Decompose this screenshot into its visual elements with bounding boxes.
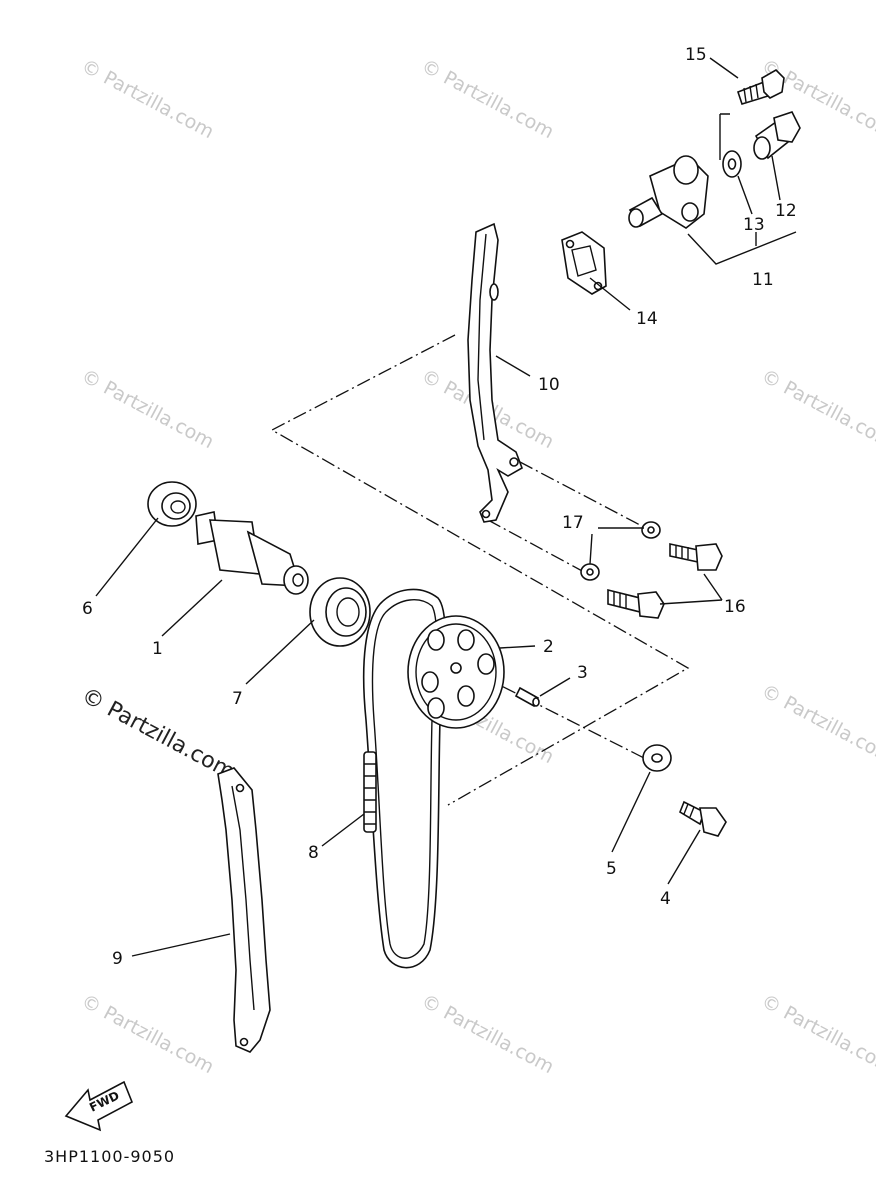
part-14-gasket	[561, 231, 607, 295]
fwd-arrow-icon	[64, 1080, 134, 1132]
watermark-4: © Partzilla.com	[78, 365, 218, 453]
part-6-bearing	[147, 481, 197, 527]
callout-14: 14	[636, 309, 658, 329]
part-2-sprocket	[407, 615, 505, 729]
callout-2: 2	[543, 637, 554, 657]
part-4-bolt	[679, 800, 727, 837]
callout-3: 3	[577, 663, 588, 683]
callout-9: 9	[112, 949, 123, 969]
part-1-camshaft	[195, 511, 309, 595]
part-12-plug	[753, 111, 801, 160]
part-7-bearing	[309, 577, 371, 647]
callout-6: 6	[82, 599, 93, 619]
callout-11: 11	[752, 270, 774, 290]
watermark-8: © Partzilla.com	[758, 680, 876, 768]
part-3-pin	[514, 686, 540, 708]
watermark-11: © Partzilla.com	[758, 990, 876, 1078]
callout-12: 12	[775, 201, 797, 221]
watermark-10: © Partzilla.com	[418, 990, 558, 1078]
callout-10: 10	[538, 375, 560, 395]
callout-7: 7	[232, 689, 243, 709]
watermarks: © Partzilla.com © Partzilla.com © Partzi…	[77, 55, 876, 1078]
part-16-bolts	[607, 543, 723, 619]
part-9-chain-guide	[217, 767, 271, 1053]
callout-15: 15	[685, 45, 707, 65]
part-17-washers	[580, 521, 661, 581]
watermark-2: © Partzilla.com	[418, 55, 558, 143]
callout-labels: 15 12 13 11 14 10 17 16 2 3 6 1 7 5 4 8 …	[82, 45, 797, 969]
diagram-code: 3HP1100-9050	[44, 1147, 175, 1166]
part-13-washer	[722, 150, 742, 178]
part-15-bolt	[736, 69, 785, 105]
part-5-washer	[642, 744, 672, 772]
callout-17: 17	[562, 513, 584, 533]
callout-5: 5	[606, 859, 617, 879]
callout-13: 13	[743, 215, 765, 235]
watermark-main: © Partzilla.com	[77, 683, 239, 785]
leader-lines	[95, 57, 797, 957]
callout-16: 16	[724, 597, 746, 617]
callout-4: 4	[660, 889, 671, 909]
callout-1: 1	[152, 639, 163, 659]
fwd-arrow: FWD	[64, 1080, 134, 1132]
part-11-tensioner	[628, 155, 709, 229]
part-10-chain-guide	[467, 222, 523, 523]
watermark-9: © Partzilla.com	[78, 990, 218, 1078]
callout-8: 8	[308, 843, 319, 863]
watermark-1: © Partzilla.com	[78, 55, 218, 143]
watermark-6: © Partzilla.com	[758, 365, 876, 453]
